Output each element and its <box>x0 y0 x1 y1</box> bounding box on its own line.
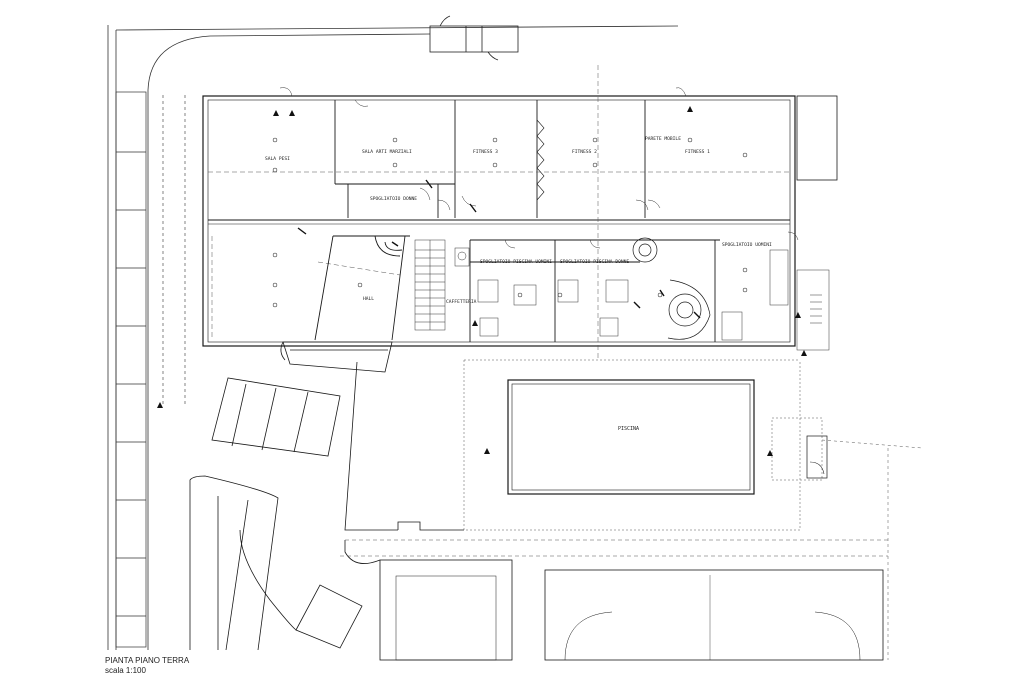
sports-fields <box>379 559 884 661</box>
room-label-fitness-1: FITNESS 1 <box>685 149 710 155</box>
room-label-fitness-2: FITNESS 2 <box>572 149 597 155</box>
drawing-caption: PIANTA PIANO TERRA scala 1:100 <box>105 656 189 676</box>
parking-bottom <box>189 377 381 651</box>
room-label-fitness-3: FITNESS 3 <box>473 149 498 155</box>
fixture-markers <box>272 137 748 308</box>
road-centerline <box>162 95 186 405</box>
drawing-title: PIANTA PIANO TERRA <box>105 656 190 665</box>
north-arrows <box>157 106 807 456</box>
room-label-spogliatoio-donne: SPOGLIATOIO DONNE <box>370 196 417 202</box>
room-label-sala-pesi: SALA PESI <box>265 156 290 162</box>
room-label-parete-mobile: PARETE MOBILE <box>645 136 681 142</box>
folding-partition <box>536 119 545 201</box>
door-swings <box>279 87 799 249</box>
pool-basin <box>507 379 755 495</box>
room-label-hall: HALL <box>363 296 374 302</box>
changing-room-fixtures <box>454 247 789 341</box>
room-label-spogliatoio-uomini: SPOGLIATOIO UOMINI <box>722 242 772 248</box>
entrance-canopy-top <box>429 15 519 61</box>
pool-deck <box>463 359 801 531</box>
building-outline <box>202 95 838 347</box>
curved-stairs <box>632 237 711 340</box>
interior-walls <box>208 100 790 342</box>
drawing-scale: scala 1:100 <box>105 666 146 675</box>
flow-arrows <box>297 179 701 319</box>
entrance-canopy-bottom <box>280 341 393 373</box>
room-label-spogliatoi-piscina-uomini: SPOGLIATOIO PISCINA UOMINI <box>480 259 552 265</box>
right-annex <box>771 417 923 660</box>
parking-stalls-left <box>115 91 147 648</box>
bottom-road <box>340 539 888 557</box>
stairs-central <box>414 239 446 331</box>
room-label-piscina: PISCINA <box>618 426 639 432</box>
hall-walls <box>314 235 410 341</box>
room-label-spogliatoi-piscina-donne: SPOGLIATOIO PISCINA DONNE <box>560 259 629 265</box>
structural-dashed-lines <box>208 65 790 360</box>
room-label-caffetteria: CAFFETTERIA <box>446 299 477 305</box>
pool-walls <box>344 361 464 531</box>
room-label-sala-arti-marziali: SALA ARTI MARZIALI <box>362 149 412 155</box>
stairs-right <box>796 269 830 351</box>
